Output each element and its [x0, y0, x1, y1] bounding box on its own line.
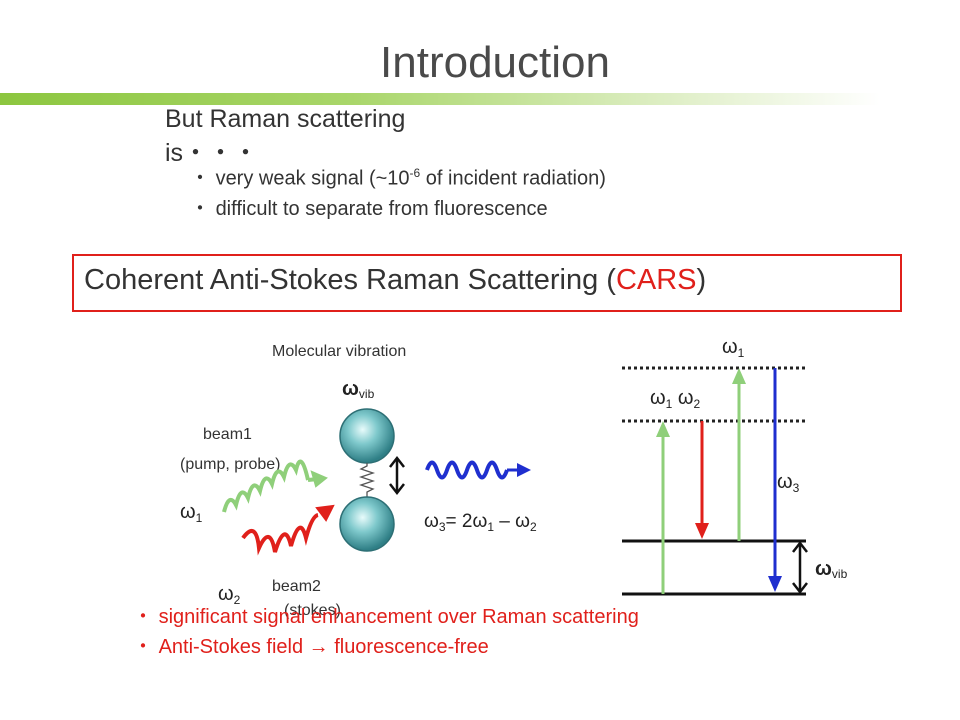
cars-acronym: CARS: [615, 264, 697, 296]
beam1-wave: [222, 459, 310, 513]
intro-points-list: ・ very weak signal (~10-6 of incident ra…: [190, 158, 710, 224]
point-text: difficult to separate from fluorescence: [215, 197, 548, 220]
anti-stokes-arrowhead: [768, 576, 782, 592]
advantage-signal-enhancement: ・ significant signal enhancement over Ra…: [133, 602, 753, 632]
point-text: Anti-Stokes field → fluorescence-free: [158, 636, 489, 658]
probe-arrowhead: [732, 368, 746, 384]
point-text: of incident radiation): [420, 167, 606, 190]
title-underline-bar: [0, 93, 880, 105]
beam1-arrow-shaft: [307, 477, 319, 482]
advantages-list: ・ significant signal enhancement over Ra…: [133, 602, 753, 662]
advantage-fluorescence-free: ・ Anti-Stokes field → fluorescence-free: [133, 632, 753, 662]
molecule-vib-frequency-label: ωvib: [342, 378, 375, 401]
stokes-arrowhead: [695, 523, 709, 539]
beam2-frequency-label: ω2: [218, 583, 241, 607]
beam1-description: (pump, probe): [180, 456, 281, 473]
atom-top: [339, 408, 395, 464]
slide-title: Introduction: [380, 38, 610, 87]
beam1-frequency-label: ω1: [180, 501, 203, 525]
cars-highlight-box: [72, 254, 902, 312]
cars-heading-text: ): [696, 264, 707, 296]
cars-heading: Coherent Anti-Stokes Raman Scattering (C…: [84, 264, 706, 297]
energy-top-frequency-label: ω1: [722, 336, 745, 360]
bullet: ・: [190, 197, 210, 220]
energy-vib-frequency-label: ωvib: [815, 558, 848, 581]
vibrational-gap-double-arrow: [792, 540, 808, 595]
intro-point-fluorescence: ・ difficult to separate from fluorescenc…: [190, 194, 710, 224]
cars-heading-text: Coherent Anti-Stokes Raman Scattering (: [84, 264, 616, 296]
beam2-description: (stokes): [284, 602, 341, 619]
output-frequency-equation: ω3= 2ω1 – ω2: [424, 511, 537, 534]
point-text: significant signal enhancement over Rama…: [158, 606, 639, 628]
output-beam-arrowhead: [517, 463, 531, 477]
beam2-label: beam2: [272, 578, 321, 595]
atom-bottom: [339, 496, 395, 552]
intro-point-weak-signal: ・ very weak signal (~10-6 of incident ra…: [190, 158, 710, 194]
beam1-label: beam1: [203, 426, 252, 443]
pump-arrowhead: [656, 421, 670, 437]
intro-heading: But Raman scattering is・・・: [165, 105, 406, 167]
output-beam-wave: [425, 460, 509, 480]
bullet: ・: [133, 606, 153, 628]
beam2-wave: [241, 513, 319, 556]
bullet: ・: [190, 167, 210, 190]
energy-anti-stokes-frequency-label: ω3: [777, 471, 800, 495]
bond-spring: [358, 463, 376, 497]
molecular-vibration-label: Molecular vibration: [272, 343, 406, 360]
energy-middle-frequency-labels: ω1 ω2: [650, 387, 701, 411]
point-superscript: -6: [409, 166, 421, 180]
beam2-arrowhead: [315, 504, 335, 522]
vibration-double-arrow: [389, 455, 405, 496]
point-text: very weak signal (~10: [215, 167, 410, 190]
bullet: ・: [133, 636, 153, 658]
